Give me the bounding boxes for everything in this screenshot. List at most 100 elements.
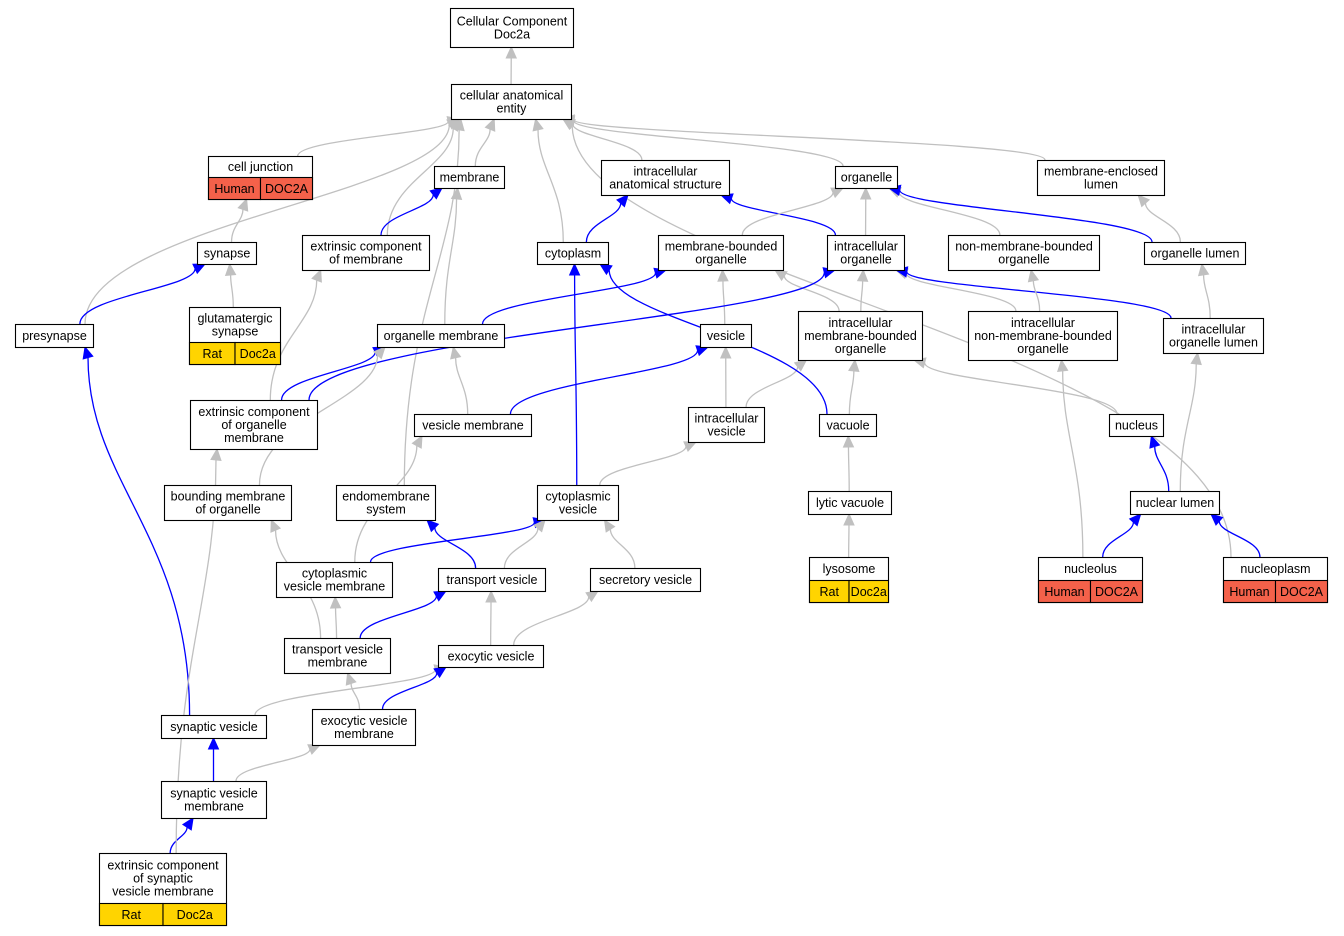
edge-evm-to-ev [381, 666, 448, 710]
node-label-line: synaptic vesicle [170, 720, 258, 734]
node-label-line: exocytic vesicle [321, 714, 408, 728]
node-sv[interactable]: secretory vesicle [589, 567, 702, 593]
edge-cell_junction-to-cae [297, 115, 461, 157]
node-label-line: membrane [308, 656, 368, 670]
edge-ecom-to-om [280, 346, 387, 401]
edge-evm-to-tvm [345, 671, 361, 710]
annotation-label: Doc2a [177, 908, 213, 922]
edge-presynapse-to-cae [84, 118, 461, 325]
node-membrane[interactable]: membrane [433, 165, 506, 190]
edge-mbo-to-organelle [741, 187, 845, 236]
edge-cvm-to-cv [369, 517, 547, 563]
edge-iv-to-vesicle [719, 345, 732, 408]
node-label-line: cytoplasmic [545, 490, 610, 504]
node-label-line: Cellular Component [457, 15, 568, 29]
annotation-label: DOC2A [265, 182, 309, 196]
node-label-line: membrane-bounded [804, 329, 917, 343]
node-olumen[interactable]: organelle lumen [1143, 241, 1247, 266]
node-tv[interactable]: transport vesicle [437, 567, 547, 593]
node-label-line: of membrane [329, 253, 403, 267]
edge-nucleus-to-imbo [912, 357, 1118, 415]
annotation-label: DOC2A [1095, 585, 1139, 599]
edge-ecm-to-membrane [380, 187, 443, 236]
edge-vm-to-om [450, 345, 469, 415]
node-label-line: vesicle membrane [422, 419, 523, 433]
node-organelle[interactable]: organelle [834, 165, 899, 190]
edge-nl-to-nucleus [1149, 434, 1170, 492]
node-synapse[interactable]: synapse [196, 241, 258, 266]
edge-inmbo-to-io [894, 268, 1017, 312]
node-label-line: anatomical structure [609, 178, 722, 192]
annotation-label: Rat [122, 908, 142, 922]
node-label-line: membrane [184, 800, 244, 814]
node-label-line: vacuole [826, 419, 869, 433]
node-vm[interactable]: vesicle membrane [413, 413, 533, 438]
node-cytoplasm[interactable]: cytoplasm [536, 241, 610, 266]
node-nucleus[interactable]: nucleus [1108, 413, 1165, 438]
human-annotation-cell [1089, 579, 1144, 604]
node-label-line: cellular anatomical [460, 89, 564, 103]
node-label-line: nuclear lumen [1136, 496, 1215, 510]
node-vacuole[interactable]: vacuole [818, 413, 878, 438]
edge-cytoplasm-to-ias [585, 194, 629, 243]
edge-iol-to-olumen [1197, 262, 1211, 319]
edge-om-to-membrane [444, 186, 463, 325]
node-om[interactable]: organelle membrane [376, 323, 506, 349]
node-presynapse[interactable]: presynapse [14, 323, 95, 349]
edge-tv-to-endo [426, 519, 477, 569]
edge-cae-to-root [505, 45, 518, 85]
rat-annotation-cell [234, 341, 282, 366]
node-label-line: nucleolus [1064, 562, 1117, 576]
node-label-line: intracellular [1011, 316, 1075, 330]
annotation-label: Doc2a [851, 585, 887, 599]
annotation-label: Doc2a [240, 347, 276, 361]
node-label-line: membrane-bounded [665, 240, 778, 254]
node-inmbo[interactable]: intracellularnon-membrane-boundedorganel… [967, 310, 1119, 362]
node-label-line: of organelle [195, 503, 260, 517]
node-ev[interactable]: exocytic vesicle [437, 644, 545, 669]
node-label-line: intracellular [634, 165, 698, 179]
edge-ev-to-sv [513, 590, 600, 646]
node-label-line: of organelle [221, 418, 286, 432]
node-label-line: vesicle membrane [284, 580, 385, 594]
node-label-line: synaptic vesicle [170, 787, 258, 801]
node-label-line: organelle [998, 253, 1049, 267]
node-lv[interactable]: lytic vacuole [807, 490, 893, 516]
node-label-line: Doc2a [494, 28, 530, 42]
edge-cv-to-cytoplasm [568, 262, 581, 486]
edge-inmbo-to-nmbo [1027, 268, 1041, 312]
edge-vacuole-to-imbo [848, 358, 860, 415]
node-synv[interactable]: synaptic vesicle [160, 714, 268, 740]
node-nl[interactable]: nuclear lumen [1129, 490, 1221, 516]
node-label-line: transport vesicle [292, 643, 383, 657]
edge-iv-to-imbo [745, 359, 808, 408]
node-vesicle[interactable]: vesicle [699, 323, 753, 349]
node-label-line: system [366, 503, 406, 517]
node-label-line: intracellular [834, 240, 898, 254]
